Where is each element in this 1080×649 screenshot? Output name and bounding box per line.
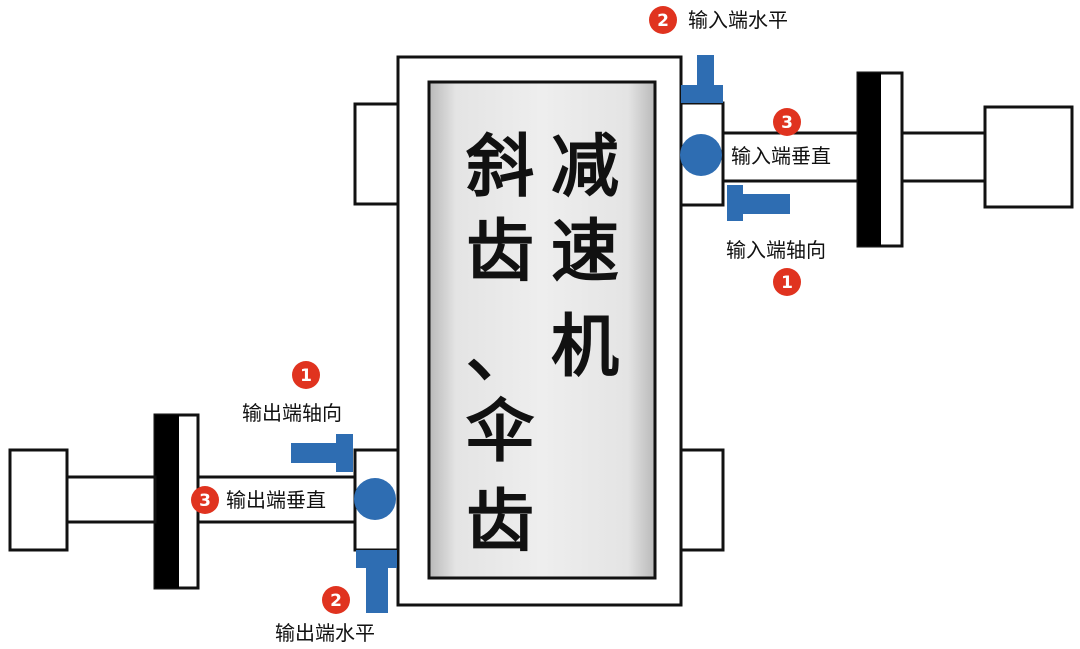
sensor-input-axial-stem: [743, 194, 790, 214]
label-output-axial: 输出端轴向: [242, 401, 342, 425]
sensor-output-vertical: [354, 478, 396, 520]
input-motor: [983, 105, 1074, 209]
title-char-1: 斜: [466, 127, 534, 207]
sensor-input-horizontal-base: [681, 85, 723, 103]
badge-output-vertical: [191, 486, 219, 514]
output-load-shaft: [65, 475, 157, 524]
output-coupling-black: [155, 415, 179, 588]
label-input-vertical: 输入端垂直: [731, 144, 831, 168]
badge-input-vertical-num: 3: [781, 113, 793, 133]
badge-output-axial: [292, 361, 320, 389]
sensor-output-horizontal-base: [356, 550, 397, 568]
badge-input-axial: [773, 268, 801, 296]
mount-lug-bottom-right: [679, 448, 725, 552]
sensor-output-horizontal-stem: [366, 568, 388, 613]
title-char-2: 减: [551, 127, 619, 207]
sensor-input-horizontal-stem: [697, 55, 714, 85]
badge-input-axial-num: 1: [781, 273, 793, 293]
title-char-3: 齿: [466, 212, 534, 292]
title-char-8: 齿: [466, 482, 534, 562]
title-char-7: 伞: [466, 392, 535, 472]
label-output-vertical: 输出端垂直: [226, 488, 326, 512]
sensor-input-vertical: [680, 134, 722, 176]
input-motor-shaft: [900, 131, 987, 183]
badge-input-horizontal-num: 2: [657, 11, 669, 31]
badge-output-horizontal-num: 2: [330, 591, 342, 611]
reducer-inner-panel: [427, 80, 657, 580]
sensor-output-axial-stem: [291, 443, 336, 463]
label-input-axial: 输入端轴向: [726, 238, 826, 262]
badge-output-vertical-num: 3: [199, 491, 211, 511]
sensor-input-axial-base: [727, 185, 743, 221]
output-load: [8, 448, 69, 552]
sensor-output-axial-base: [336, 434, 353, 472]
title-char-6: 、: [466, 312, 534, 392]
badge-input-horizontal: [649, 6, 677, 34]
badge-input-vertical: [773, 108, 801, 136]
title-char-4: 速: [551, 212, 619, 292]
badge-output-axial-num: 1: [300, 366, 312, 386]
label-input-horizontal: 输入端水平: [688, 8, 788, 32]
input-coupling-black: [858, 73, 881, 246]
mount-lug-top-left: [353, 102, 400, 206]
label-output-horizontal: 输出端水平: [275, 621, 375, 645]
title-char-5: 机: [551, 307, 619, 387]
badge-output-horizontal: [322, 586, 350, 614]
